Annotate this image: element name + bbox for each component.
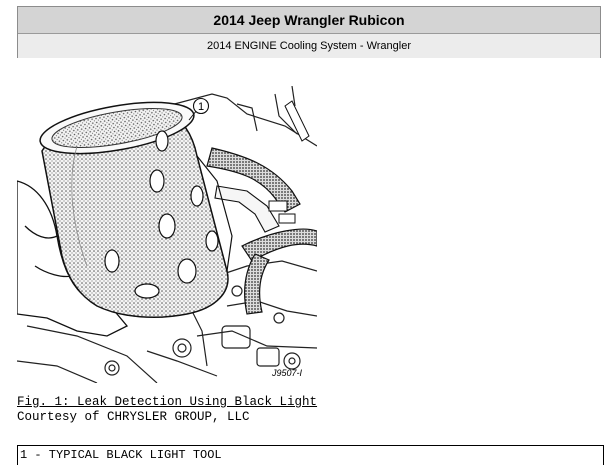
legend-table: 1 - TYPICAL BLACK LIGHT TOOL	[17, 445, 604, 465]
drawing-id: J9507-I	[271, 368, 303, 378]
black-light-tool-illustration: 1 J9507-I	[17, 86, 317, 383]
figure-courtesy: Courtesy of CHRYSLER GROUP, LLC	[17, 410, 250, 424]
legend-item: 1 - TYPICAL BLACK LIGHT TOOL	[20, 448, 222, 462]
black-light-tool	[39, 101, 233, 318]
figure-caption: Fig. 1: Leak Detection Using Black Light…	[17, 395, 317, 425]
header-box: 2014 Jeep Wrangler Rubicon 2014 ENGINE C…	[17, 6, 601, 58]
page-title: 2014 Jeep Wrangler Rubicon	[18, 7, 600, 34]
figure-title: Fig. 1: Leak Detection Using Black Light	[17, 395, 318, 409]
page-subtitle: 2014 ENGINE Cooling System - Wrangler	[18, 34, 600, 58]
coolant-hoses	[206, 100, 317, 315]
callout-circle	[192, 97, 210, 115]
callout-number: 1	[198, 101, 204, 113]
figure-illustration: 1 J9507-I	[17, 86, 317, 383]
